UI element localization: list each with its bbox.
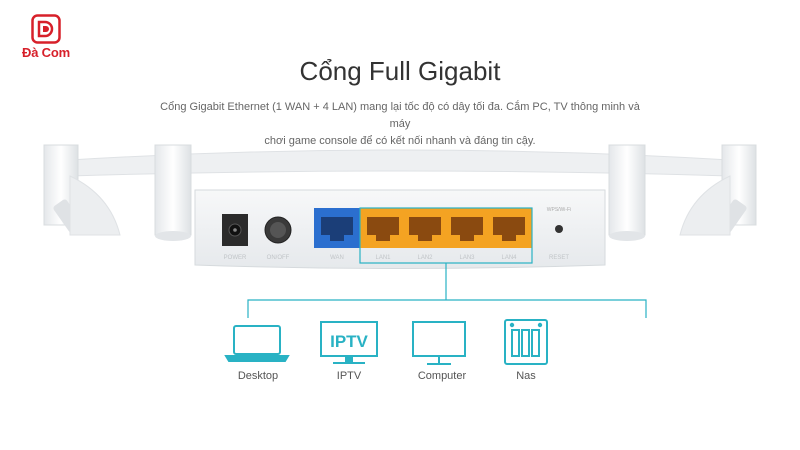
reset-label: RESET <box>549 255 569 261</box>
laptop-icon <box>224 325 290 362</box>
lan-port-3 <box>451 217 483 241</box>
description-line-1: Cổng Gigabit Ethernet (1 WAN + 4 LAN) ma… <box>160 101 640 130</box>
port-label-wan: WAN <box>330 255 344 261</box>
lan-cable-highlight <box>359 207 533 300</box>
port-label-lan4: LAN4 <box>501 255 517 261</box>
brand-name: Đà Com <box>22 45 70 60</box>
lan-port-2 <box>409 217 441 241</box>
power-switch <box>264 216 292 244</box>
lan-port-1 <box>367 217 399 241</box>
wps-button <box>555 225 563 233</box>
power-port <box>222 214 248 246</box>
device-label-desktop: Desktop <box>237 370 279 382</box>
antenna-right-inner <box>608 144 646 241</box>
page-description: Cổng Gigabit Ethernet (1 WAN + 4 LAN) ma… <box>160 99 640 150</box>
device-label-iptv: IPTV <box>336 370 362 382</box>
port-label-power: POWER <box>224 255 247 261</box>
connection-lines <box>247 299 647 318</box>
wan-port <box>314 208 360 248</box>
lan-port-4 <box>493 217 525 241</box>
device-label-nas: Nas <box>516 370 536 382</box>
antenna-left-inner <box>154 144 192 241</box>
page-title: Cổng Full Gigabit <box>299 56 501 86</box>
wps-label: WPS/Wi-Fi <box>547 207 571 213</box>
brand-logo-icon <box>31 14 61 44</box>
description-line-2: chơi game console để có kết nối nhanh và… <box>264 135 536 147</box>
port-label-lan3: LAN3 <box>459 255 475 261</box>
port-label-lan1: LAN1 <box>375 255 391 261</box>
device-label-computer: Computer <box>417 370 467 382</box>
port-label-onoff: ON/OFF <box>267 255 290 261</box>
tv-icon: IPTV <box>320 321 378 364</box>
nas-icon <box>504 319 548 365</box>
brand-logo: Đà Com <box>22 14 70 60</box>
port-label-lan2: LAN2 <box>417 255 433 261</box>
tv-screen-text: IPTV <box>330 332 368 351</box>
router-illustration: WPS/Wi-Fi POWER ON/OFF WAN LAN1 LAN2 LAN… <box>43 144 757 300</box>
monitor-icon <box>412 321 466 365</box>
